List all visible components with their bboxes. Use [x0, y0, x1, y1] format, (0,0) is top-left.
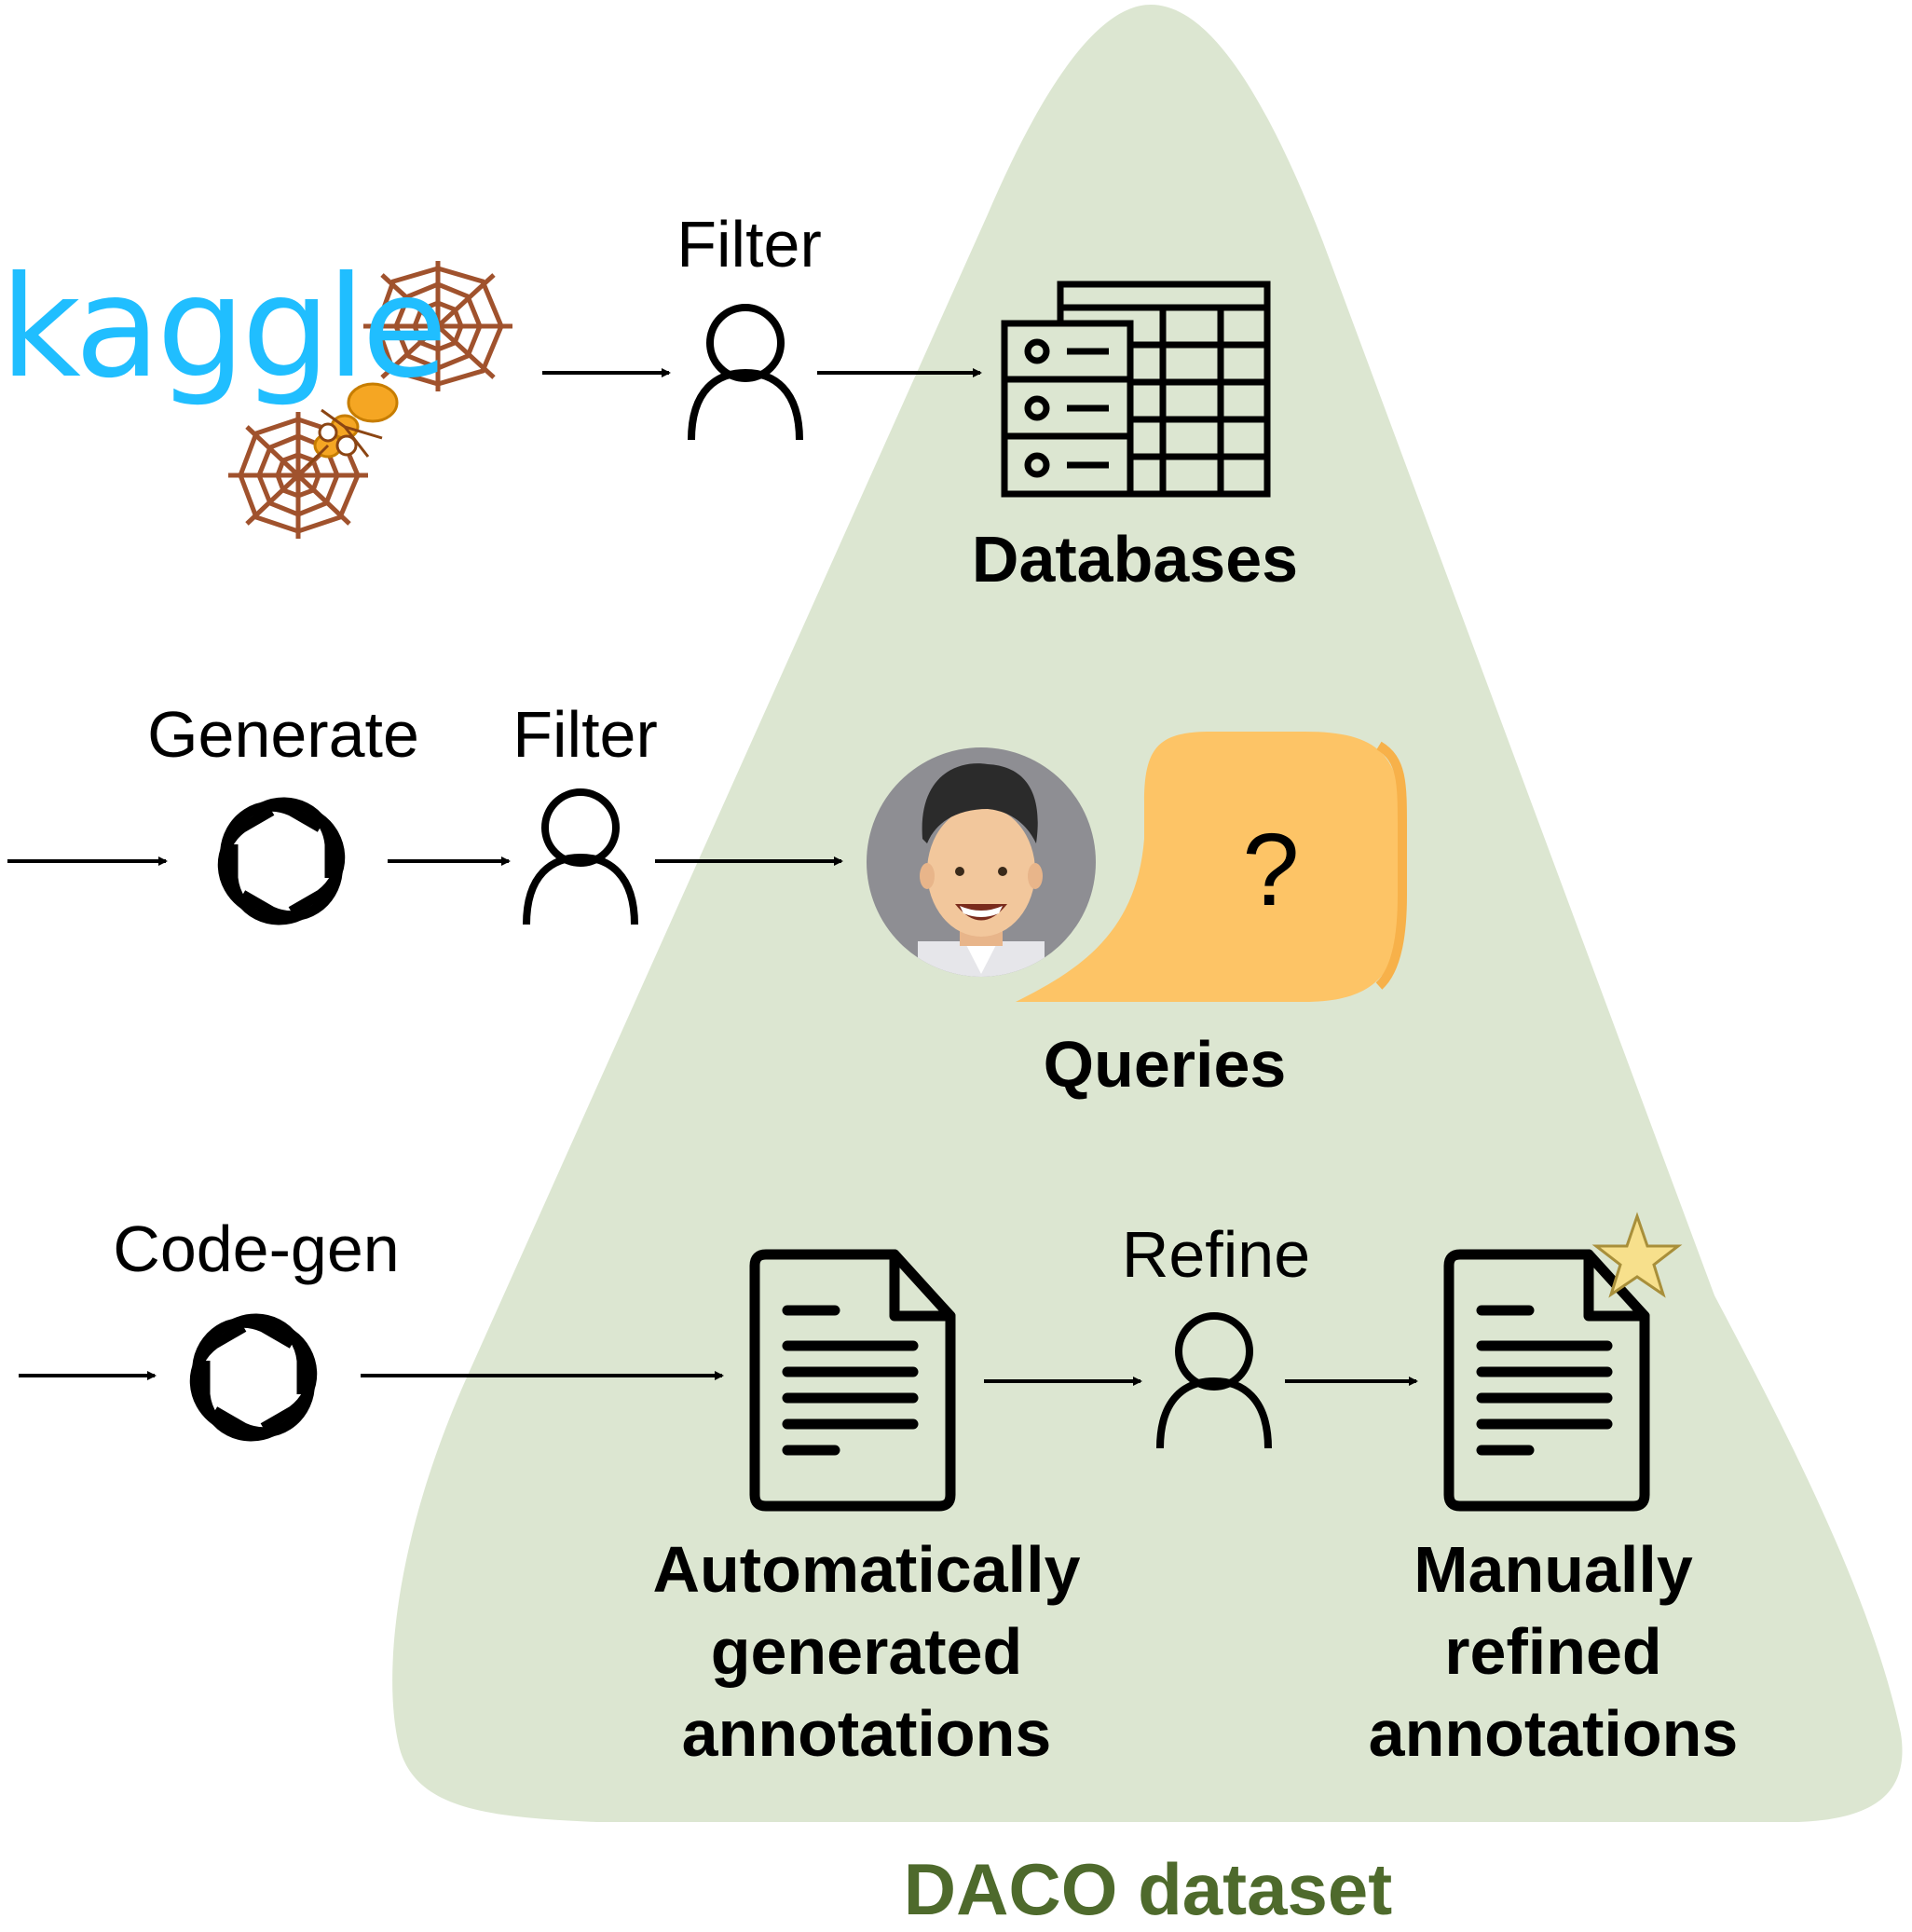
- person-icon: [688, 304, 803, 441]
- auto-annotations-line: Automatically: [652, 1533, 1081, 1606]
- bubble-question-mark: ?: [1242, 813, 1300, 927]
- kaggle-logo: kaggle: [0, 247, 448, 409]
- database-table-icon: [1001, 281, 1271, 498]
- speech-bubble-icon: [1016, 732, 1407, 1002]
- document-icon: [749, 1249, 956, 1512]
- openai-logo-icon: [217, 797, 346, 925]
- star-icon: [1591, 1212, 1683, 1298]
- queries-label: Queries: [1043, 1028, 1287, 1101]
- person-icon: [523, 788, 638, 925]
- auto-annotations-label: Automatically generated annotations: [653, 1528, 1081, 1774]
- openai-logo-icon: [189, 1313, 318, 1442]
- auto-annotations-line: generated: [710, 1615, 1023, 1688]
- generate-label: Generate: [147, 698, 419, 771]
- spider-web-icon: [228, 412, 368, 539]
- auto-annotations-line: annotations: [681, 1697, 1052, 1770]
- code-gen-label: Code-gen: [113, 1213, 400, 1285]
- refine-label: Refine: [1121, 1218, 1311, 1291]
- manual-annotations-line: refined: [1444, 1615, 1662, 1688]
- databases-label: Databases: [971, 523, 1299, 596]
- manual-annotations-label: Manually refined annotations: [1369, 1528, 1739, 1774]
- filter-label: Filter: [512, 698, 658, 771]
- manual-annotations-line: Manually: [1414, 1533, 1693, 1606]
- person-icon: [1156, 1312, 1272, 1449]
- filter-label: Filter: [676, 208, 822, 281]
- manual-annotations-line: annotations: [1368, 1697, 1739, 1770]
- spider-web-icon: [363, 261, 512, 391]
- ant-icon: [306, 382, 399, 468]
- user-avatar-icon: [867, 747, 1096, 977]
- document-icon: [1443, 1249, 1650, 1512]
- flow-arrows: [7, 368, 1418, 1386]
- dataset-title: DACO dataset: [903, 1848, 1393, 1930]
